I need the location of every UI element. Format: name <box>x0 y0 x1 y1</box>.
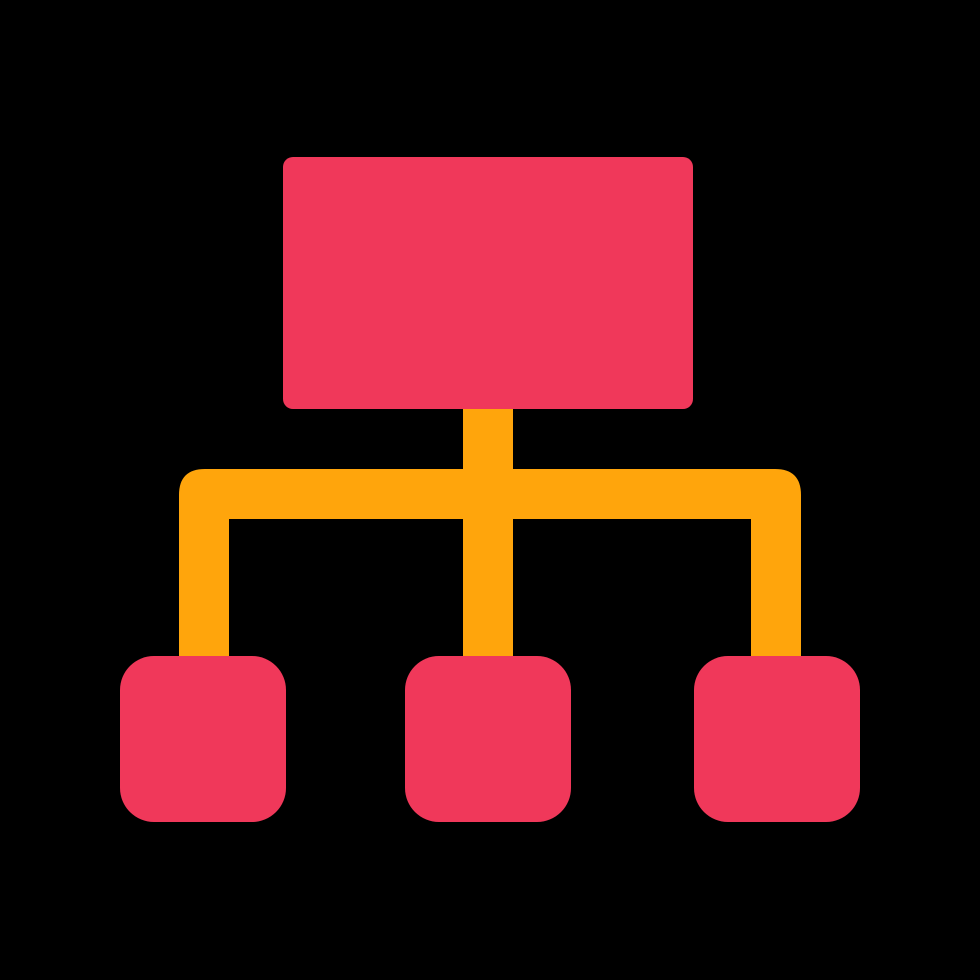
child-node-right <box>694 656 860 822</box>
connector-lines <box>179 400 801 670</box>
parent-node <box>283 157 693 409</box>
child-node-left <box>120 656 286 822</box>
connector-center-drop <box>463 490 513 670</box>
child-node-center <box>405 656 571 822</box>
